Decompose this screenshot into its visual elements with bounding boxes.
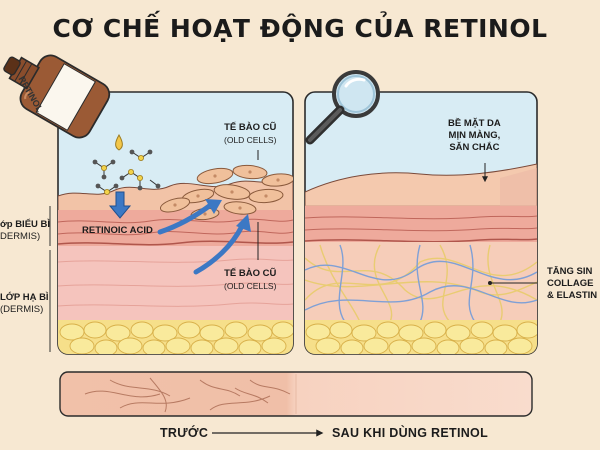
retinoic-acid-label: RETINOIC ACID: [82, 225, 153, 236]
magnifier-icon: [305, 70, 380, 145]
collagen-line-1: TĂNG SIN: [547, 266, 593, 277]
smooth-skin-line-1: BỀ MẶT DA: [448, 118, 501, 129]
after-label: SAU KHI DÙNG RETINOL: [332, 426, 488, 440]
old-cells-top-title: TẾ BÀO CŨ: [224, 122, 277, 133]
epidermis-side-label: ớp BIỂU BÌ DERMIS): [0, 219, 50, 243]
collagen-line-3: & ELASTIN: [547, 290, 598, 301]
epidermis-vi-label: ớp BIỂU BÌ: [0, 219, 51, 230]
panel-after: [304, 91, 538, 355]
retinol-bottle-icon: [3, 54, 111, 139]
page-title: CƠ CHẾ HOẠT ĐỘNG CỦA RETINOL: [52, 14, 548, 43]
collagen-line-2: COLLAGE: [547, 278, 594, 289]
dermis-en-label: (DERMIS): [0, 304, 44, 315]
before-label: TRƯỚC: [160, 426, 209, 440]
dermis-side-label: LỚP HẠ BÌ (DERMIS): [0, 292, 49, 316]
old-cells-top-subtitle: (OLD CELLS): [224, 135, 277, 145]
old-cells-bottom-subtitle: (OLD CELLS): [224, 281, 277, 291]
comparison-bar: [59, 371, 533, 417]
smooth-skin-label: BỀ MẶT DA MỊN MÀNG, SĂN CHẮC: [448, 118, 501, 154]
dermis-vi-label: LỚP HẠ BÌ: [0, 292, 49, 303]
panel-before: [57, 91, 294, 355]
smooth-skin-line-3: SĂN CHẮC: [449, 142, 500, 153]
epidermis-en-label: DERMIS): [0, 231, 41, 242]
smooth-skin-line-2: MỊN MÀNG,: [448, 130, 501, 141]
old-cells-top-label: TẾ BÀO CŨ (OLD CELLS): [224, 122, 276, 146]
old-cells-bottom-title: TẾ BÀO CŨ: [224, 268, 277, 279]
collagen-label: TĂNG SIN COLLAGE & ELASTIN: [547, 266, 600, 302]
old-cells-bottom-label: TẾ BÀO CŨ (OLD CELLS): [224, 268, 276, 292]
